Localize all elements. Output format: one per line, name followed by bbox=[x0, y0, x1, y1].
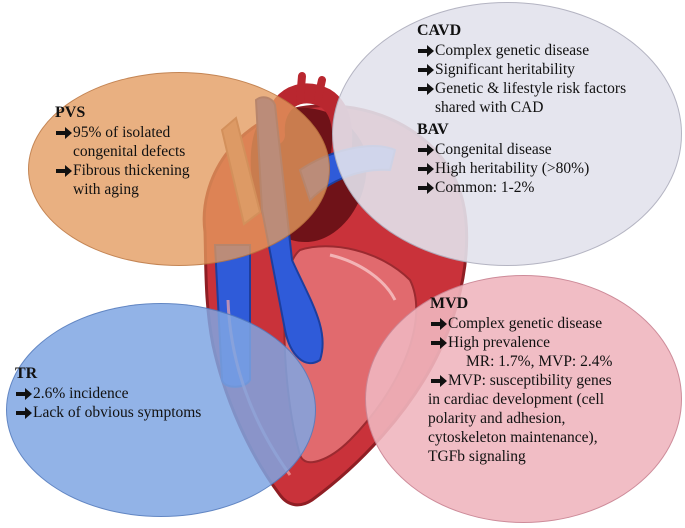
right-arrow-icon bbox=[56, 165, 72, 177]
right-arrow-icon bbox=[431, 337, 447, 349]
cavd-item: Complex genetic disease bbox=[417, 41, 677, 60]
pvs-item-text: congenital defects bbox=[73, 143, 186, 160]
right-arrow-icon bbox=[431, 318, 447, 330]
right-arrow-icon bbox=[56, 127, 72, 139]
heart-highlight-2 bbox=[329, 253, 397, 301]
mvd-continuation: in cardiac development (cell polarity an… bbox=[428, 390, 675, 466]
right-arrow-icon bbox=[418, 144, 434, 156]
bav-item-text: Common: 1-2% bbox=[435, 179, 535, 196]
pvs-item: Fibrous thickening with aging bbox=[55, 161, 285, 199]
pvs-bubble bbox=[28, 72, 330, 266]
tr-item: 2.6% incidence bbox=[15, 384, 285, 403]
right-arrow-icon bbox=[418, 83, 434, 95]
mvd-continuation-line: in cardiac development (cell bbox=[428, 391, 605, 408]
cavd-item-text: Genetic & lifestyle risk factors bbox=[435, 80, 627, 97]
tr-item-text: Lack of obvious symptoms bbox=[33, 404, 202, 421]
pvs-item-text: 95% of isolated bbox=[73, 124, 171, 141]
mvd-item-text: High prevalence bbox=[448, 334, 550, 351]
bav-item-text: Congenital disease bbox=[435, 141, 552, 158]
bav-item: High heritability (>80%) bbox=[417, 159, 677, 178]
pvs-box: PVS 95% of isolated congenital defects Fi… bbox=[55, 103, 285, 199]
cavd-item-text: shared with CAD bbox=[435, 99, 544, 116]
bav-item: Congenital disease bbox=[417, 140, 677, 159]
right-arrow-icon bbox=[418, 64, 434, 76]
cavd-item-text: Complex genetic disease bbox=[435, 42, 590, 59]
mvd-continuation-line: cytoskeleton maintenance), bbox=[428, 429, 598, 446]
right-arrow-icon bbox=[16, 407, 32, 419]
cavd-item: Genetic & lifestyle risk factors shared w… bbox=[417, 79, 677, 117]
right-arrow-icon bbox=[431, 375, 447, 387]
mvd-item-text: MR: 1.7%, MVP: 2.4% bbox=[466, 353, 613, 370]
cavd-bubble bbox=[332, 2, 682, 266]
right-arrow-icon bbox=[16, 388, 32, 400]
pvs-item: 95% of isolated congenital defects bbox=[55, 123, 285, 161]
pvs-item-text: with aging bbox=[73, 181, 139, 198]
tr-box: TR 2.6% incidence Lack of obvious sympto… bbox=[15, 364, 285, 422]
mvd-continuation-line: polarity and adhesion, bbox=[428, 410, 566, 427]
tr-item: Lack of obvious symptoms bbox=[15, 403, 285, 422]
bav-title: BAV bbox=[417, 121, 449, 138]
tr-bubble bbox=[6, 303, 316, 517]
bav-item-text: High heritability (>80%) bbox=[435, 160, 590, 177]
right-arrow-icon bbox=[418, 182, 434, 194]
cavd-item-text: Significant heritability bbox=[435, 61, 575, 78]
mvd-box: MVD Complex genetic disease High prevale… bbox=[428, 294, 675, 466]
mvd-item-text: Complex genetic disease bbox=[448, 315, 603, 332]
mvd-title: MVD bbox=[430, 295, 469, 312]
mvd-item: MVP: susceptibility genes bbox=[430, 371, 675, 390]
mvd-item: Complex genetic disease bbox=[430, 314, 675, 333]
right-arrow-icon bbox=[418, 163, 434, 175]
cavd-item: Significant heritability bbox=[417, 60, 677, 79]
cavd-title: CAVD bbox=[417, 22, 462, 39]
right-arrow-icon bbox=[418, 45, 434, 57]
mvd-continuation-line: TGFb signaling bbox=[428, 448, 526, 465]
tr-item-text: 2.6% incidence bbox=[33, 385, 129, 402]
pvs-item-text: Fibrous thickening bbox=[73, 162, 190, 179]
mvd-bubble bbox=[365, 275, 682, 523]
tr-title: TR bbox=[15, 365, 38, 382]
cavd-box: CAVD Complex genetic disease Significant… bbox=[417, 21, 677, 197]
aorta-branch bbox=[296, 72, 326, 104]
mvd-item-text: MVP: susceptibility genes bbox=[448, 372, 612, 389]
bav-item: Common: 1-2% bbox=[417, 178, 677, 197]
pvs-title: PVS bbox=[55, 104, 86, 121]
